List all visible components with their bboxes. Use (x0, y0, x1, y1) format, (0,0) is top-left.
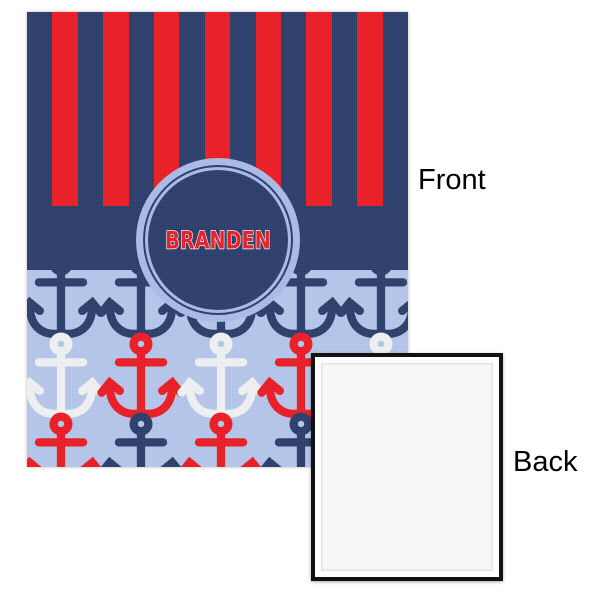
stripe (27, 12, 53, 206)
anchor-pattern-field (27, 270, 408, 467)
stripe (281, 12, 307, 206)
stripe (128, 12, 155, 206)
back-view-label: Back (513, 446, 578, 478)
back-panel-inner-border (321, 363, 493, 571)
stripe (103, 12, 130, 206)
medallion-inner-ring (142, 165, 293, 315)
personalized-name-text: BRANDEN (164, 225, 271, 255)
anchor-motif (175, 412, 267, 467)
stripe (306, 12, 333, 206)
anchor-motif (175, 332, 267, 424)
stripe (52, 12, 79, 206)
medallion-face (147, 170, 288, 310)
stripe (331, 12, 358, 206)
back-product-preview (311, 353, 503, 581)
stripe (357, 12, 384, 206)
anchor-motif (27, 412, 107, 467)
stripe (77, 12, 104, 206)
front-view-label: Front (418, 164, 486, 196)
stripe (382, 12, 408, 206)
monogram-medallion: BRANDEN (135, 158, 300, 322)
anchor-motif (95, 332, 187, 424)
anchor-motif (95, 412, 187, 467)
